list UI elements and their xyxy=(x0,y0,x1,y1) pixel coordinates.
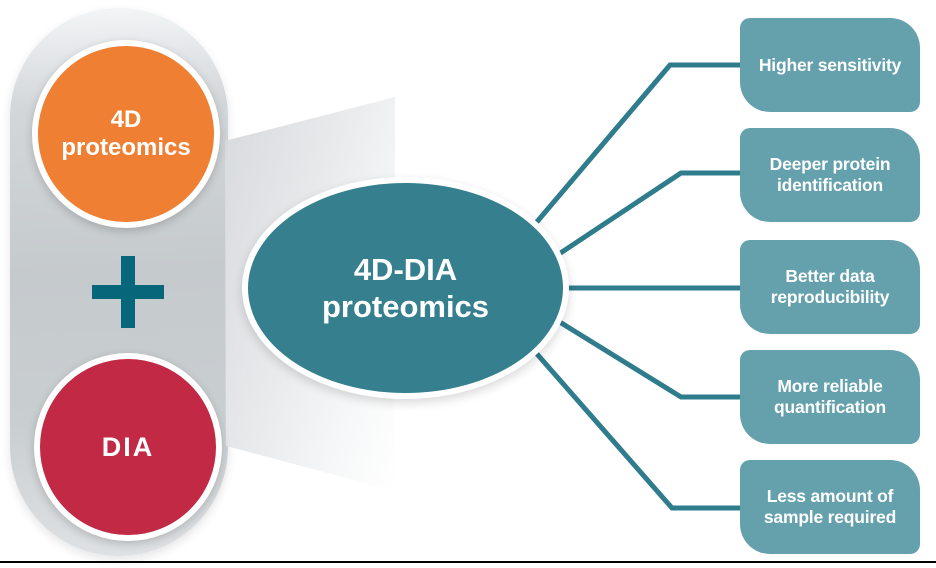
input-node-dia: DIA xyxy=(34,353,222,541)
result-node-label: 4D-DIA proteomics xyxy=(321,251,490,324)
benefit-box-higher-sensitivity: Higher sensitivity xyxy=(740,18,920,112)
benefit-label: More reliable quantification xyxy=(774,376,886,417)
benefit-box-deeper-protein-identification: Deeper protein identification xyxy=(740,128,920,222)
bottom-divider xyxy=(0,561,936,563)
input-node-4d-proteomics-label: 4D proteomics xyxy=(61,105,191,161)
benefit-label: Better data reproducibility xyxy=(770,266,890,307)
connector-line-2 xyxy=(548,170,740,263)
connector-line-1 xyxy=(528,62,740,232)
benefit-box-less-sample-required: Less amount of sample required xyxy=(740,460,920,554)
result-node-4d-dia-proteomics: 4D-DIA proteomics xyxy=(242,177,569,399)
connector-line-5 xyxy=(528,344,740,511)
benefit-label: Deeper protein identification xyxy=(769,154,891,195)
benefit-label: Higher sensitivity xyxy=(758,54,902,75)
connector-line-4 xyxy=(548,313,740,400)
benefit-label: Less amount of sample required xyxy=(763,486,897,527)
input-node-dia-label: DIA xyxy=(101,431,155,462)
benefit-box-more-reliable-quantification: More reliable quantification xyxy=(740,350,920,444)
benefit-box-better-data-reproducibility: Better data reproducibility xyxy=(740,240,920,334)
input-node-4d-proteomics: 4D proteomics xyxy=(32,40,220,228)
